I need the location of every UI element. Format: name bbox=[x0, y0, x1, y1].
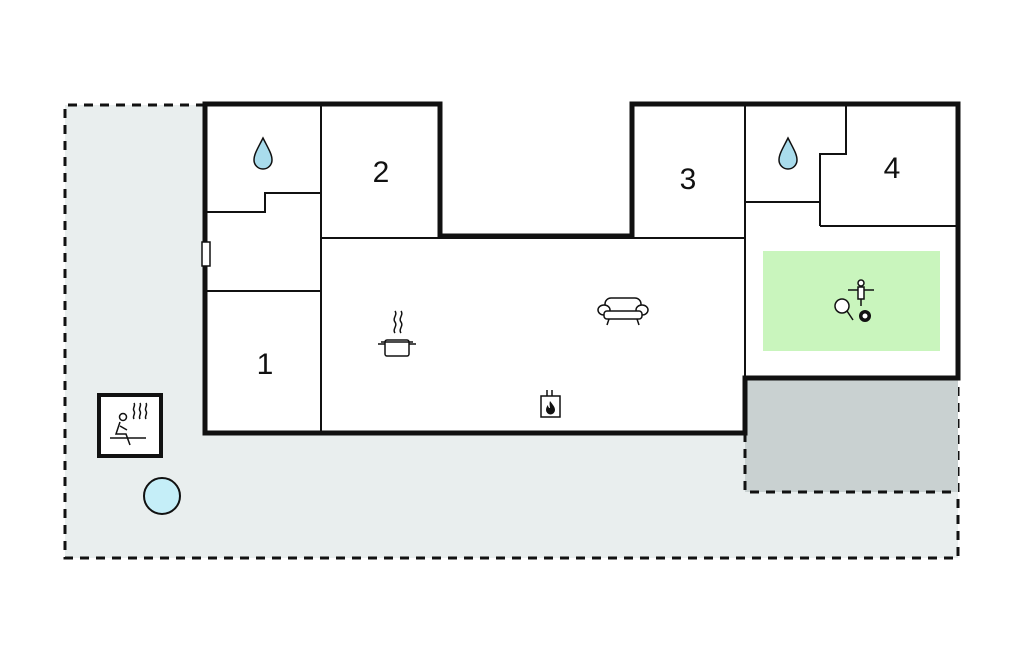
covered-terrace bbox=[745, 378, 958, 492]
water-drop-icon bbox=[253, 136, 273, 170]
game-room-icon bbox=[834, 279, 874, 322]
water-drop-icon bbox=[778, 136, 798, 170]
cooking-pot-icon bbox=[378, 310, 416, 357]
sofa-icon bbox=[597, 297, 649, 326]
room-label-1: 1 bbox=[257, 348, 274, 381]
room-label-2: 2 bbox=[373, 156, 390, 189]
sauna-icon bbox=[97, 393, 163, 458]
exterior-walls bbox=[202, 101, 961, 436]
pool-icon bbox=[143, 477, 181, 515]
interior-walls bbox=[205, 104, 958, 433]
fireplace-icon bbox=[540, 390, 561, 418]
window bbox=[201, 241, 211, 267]
outdoor-boundary bbox=[63, 103, 960, 560]
billiard-ball-icon bbox=[859, 310, 871, 322]
covered-terrace-boundary bbox=[743, 433, 958, 494]
table-tennis-icon bbox=[834, 298, 854, 321]
outdoor-area bbox=[65, 105, 958, 558]
room-label-3: 3 bbox=[680, 163, 697, 196]
table-football-icon bbox=[848, 279, 874, 306]
game-area bbox=[763, 251, 940, 351]
room-label-4: 4 bbox=[884, 152, 901, 185]
